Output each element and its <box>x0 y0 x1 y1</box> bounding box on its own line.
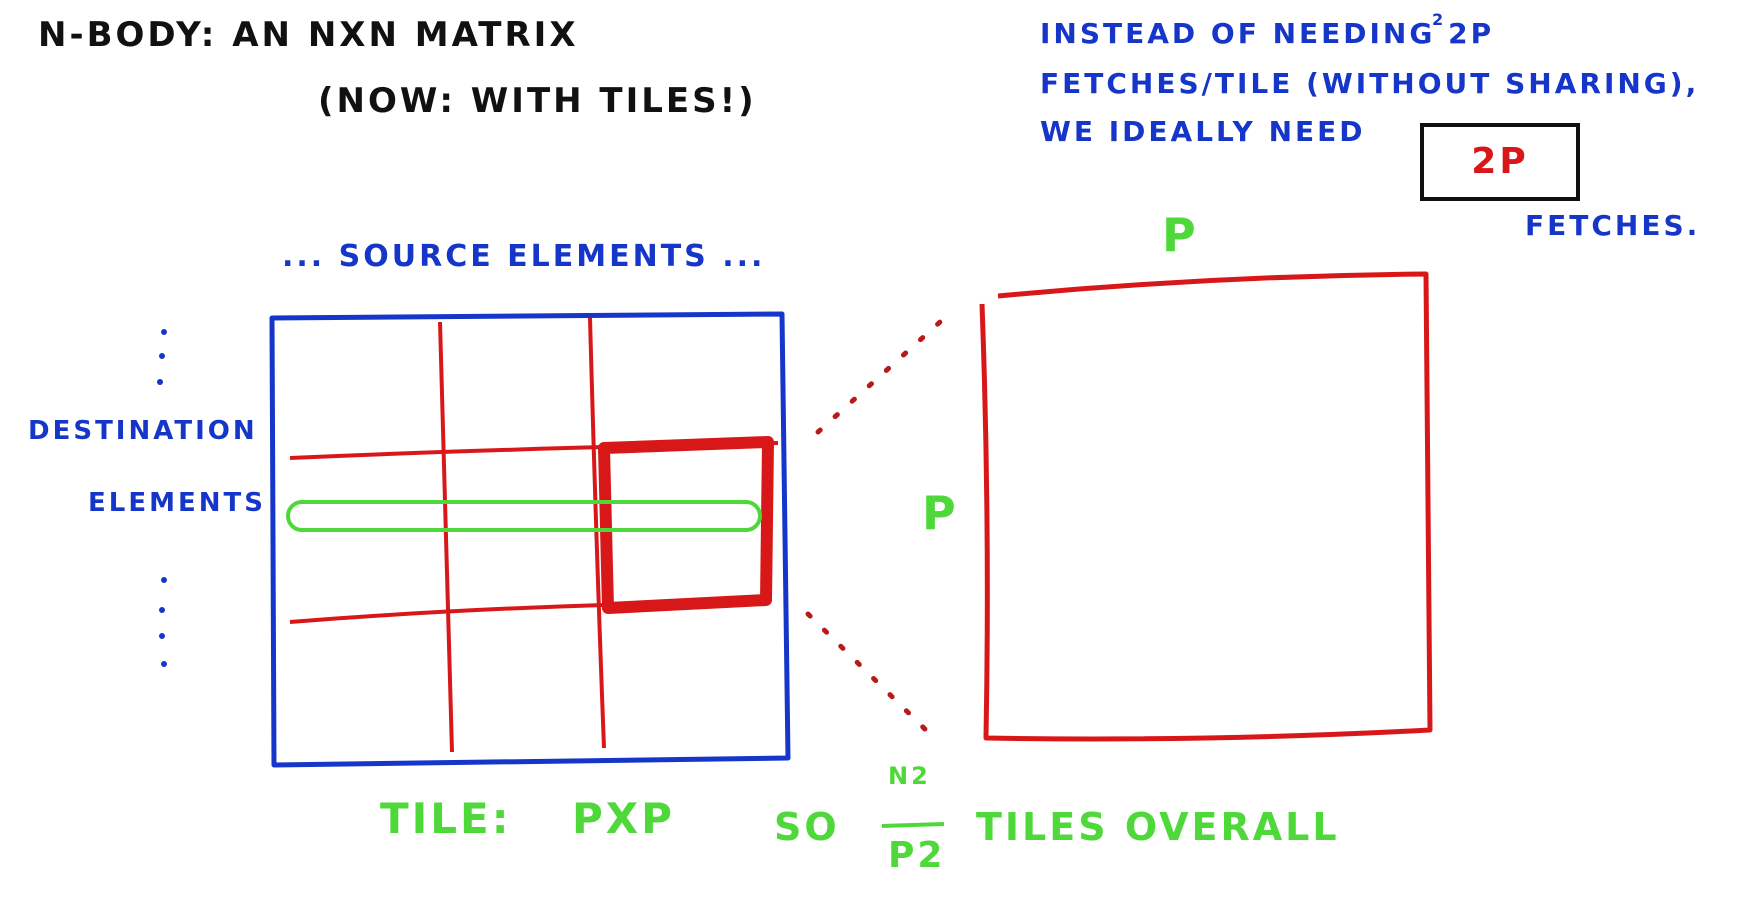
matrix-outline <box>269 311 791 768</box>
destination-row-highlight <box>286 500 762 532</box>
note-line-3: WE IDEALLY NEED <box>1040 115 1366 148</box>
zoom-connector-top <box>815 319 943 435</box>
fetches-label: FETCHES. <box>1525 209 1701 242</box>
grid-line-horizontal-2 <box>289 603 605 624</box>
note-line-2: FETCHES/TILE (WITHOUT SHARING), <box>1040 67 1700 100</box>
note-line-1: INSTEAD OF NEEDING 2P <box>1040 17 1495 50</box>
fraction-bar <box>881 822 945 828</box>
fraction-denominator: P2 <box>888 835 946 876</box>
tile-size-label: PxP <box>572 794 675 843</box>
grid-line-vertical-2 <box>588 317 606 749</box>
fraction-numerator: N2 <box>888 762 931 790</box>
highlighted-tile <box>598 436 774 614</box>
note-superscript: 2 <box>1432 10 1447 29</box>
answer-text: 2P <box>1471 141 1529 182</box>
zoom-connector-bottom <box>805 611 937 741</box>
tile-label: TILE: <box>380 794 512 843</box>
source-elements-label: ... SOURCE ELEMENTS ... <box>282 239 766 274</box>
answer-box: 2P <box>1420 123 1580 201</box>
title-line-1: N-BODY: AN NxN MATRIX <box>38 15 579 55</box>
tiles-overall-label: TILES OVERALL <box>976 805 1340 849</box>
zoomed-tile <box>979 271 1433 742</box>
destination-label-line-1: DESTINATION <box>28 416 258 446</box>
so-label: SO <box>774 805 840 849</box>
grid-line-vertical-1 <box>438 321 454 753</box>
tile-width-label: P <box>1162 208 1196 262</box>
ellipsis-dots-vertical <box>157 329 167 667</box>
title-line-2: (NOW: WITH TILES!) <box>318 81 757 121</box>
destination-label-line-2: ELEMENTS <box>88 488 266 518</box>
tile-height-label: P <box>922 486 956 540</box>
